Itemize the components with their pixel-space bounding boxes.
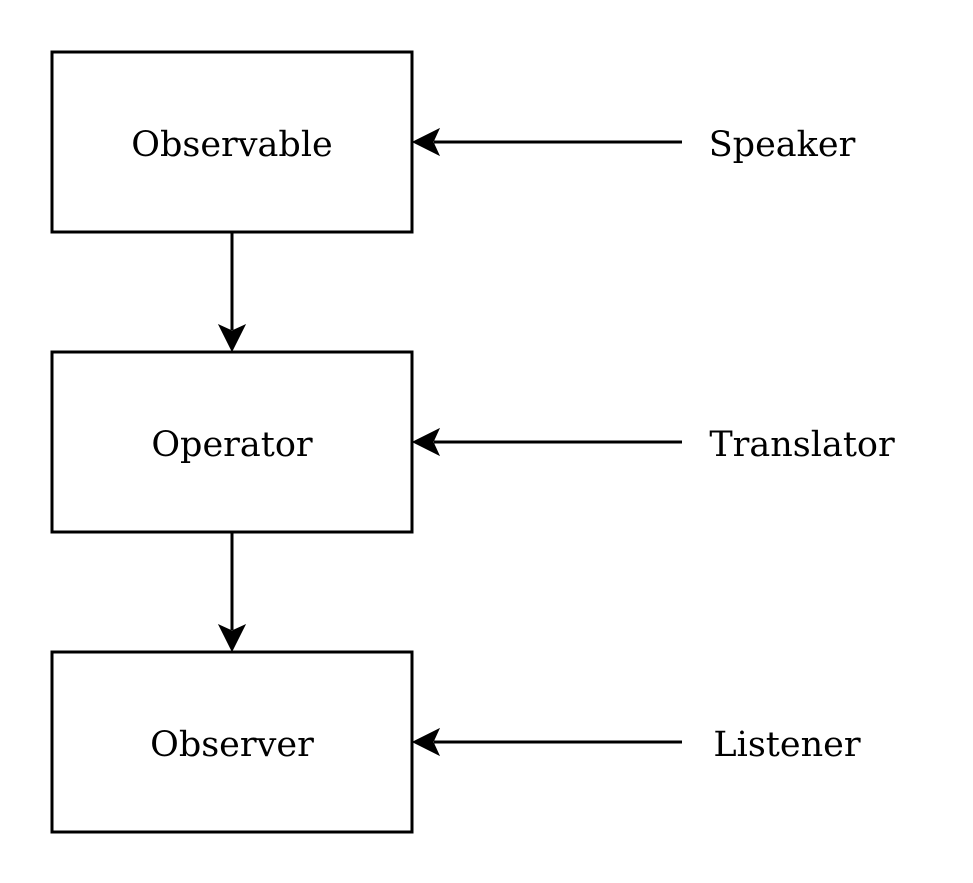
arrow-operator-to-observer bbox=[217, 532, 247, 653]
node-operator-label: Operator bbox=[151, 425, 313, 465]
node-observable-label: Observable bbox=[131, 125, 332, 165]
role-speaker-label: Speaker bbox=[709, 125, 856, 165]
role-translator-label: Translator bbox=[709, 425, 895, 465]
node-observable: Observable bbox=[50, 50, 414, 234]
arrow-translator-to-operator bbox=[411, 427, 682, 457]
node-operator: Operator bbox=[50, 350, 414, 534]
arrow-speaker-to-observable bbox=[411, 127, 682, 157]
arrow-observable-to-operator bbox=[217, 232, 247, 353]
node-observer: Observer bbox=[50, 650, 414, 834]
node-observer-label: Observer bbox=[150, 725, 314, 765]
arrow-listener-to-observer bbox=[411, 727, 682, 757]
role-listener-label: Listener bbox=[713, 725, 860, 765]
